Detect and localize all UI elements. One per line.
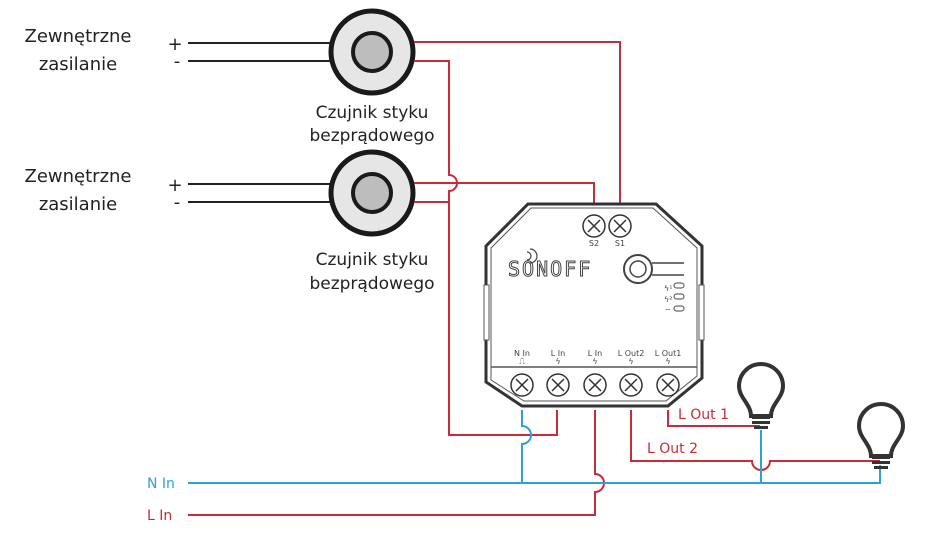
led-1: [673, 282, 685, 289]
led-1-icon: ϟ¹: [664, 284, 672, 293]
wire-sensor1-to-s1: [414, 41, 621, 213]
terminal-screw-3: [583, 373, 607, 397]
screw-x-icon: [587, 219, 601, 233]
led-2: [673, 293, 685, 300]
minus-sign-2: -: [174, 192, 181, 213]
l-out1-label: L Out 1: [678, 407, 729, 423]
terminal-screw-4: [619, 373, 643, 397]
power-label-2-line1: Zewnętrzne: [25, 166, 132, 187]
terminal-screw-5: [656, 373, 680, 397]
power-label-1-line2: zasilanie: [39, 54, 117, 75]
terminal-s1: S1: [608, 214, 632, 248]
neutral-symbol-icon: ⎍: [519, 357, 525, 366]
plus-sign-2: +: [167, 175, 182, 196]
wifi-led: [673, 305, 685, 312]
sensor-2: Zewnętrzne zasilanie + - Czujnik styku b…: [25, 149, 435, 294]
indicator-leds: ϟ¹ ϟ² ⌔: [664, 282, 685, 316]
terminal-s2: S2: [582, 214, 606, 248]
sensor-1: Zewnętrzne zasilanie + - Czujnik styku b…: [25, 8, 435, 146]
wifi-led-icon: ⌔: [664, 307, 672, 316]
wifi-signal-icon: [526, 248, 538, 264]
right-clip: [698, 284, 705, 341]
led-2-icon: ϟ²: [664, 295, 672, 304]
plus-sign-1: +: [167, 34, 182, 55]
sensor-core-icon: [351, 172, 393, 214]
sensor-1-name-line1: Czujnik styku: [316, 103, 429, 123]
wire-n-in: [188, 465, 881, 484]
l-out2-label: L Out 2: [647, 441, 698, 457]
bulb-2-icon: [856, 402, 906, 469]
bottom-terminals: [510, 373, 680, 397]
terminal-s2-label: S2: [589, 239, 599, 248]
bulb-1-icon: [736, 362, 786, 429]
terminal-label-l-out1: L Out1: [655, 349, 682, 358]
wire-l-in: [188, 410, 605, 516]
sonoff-device: S2 S1 SONOFF ϟ¹ ϟ² ⌔ N In L In L In L Ou…: [483, 202, 705, 408]
blue-wires: [188, 410, 881, 484]
minus-sign-1: -: [174, 51, 181, 72]
live-symbol-icon: ϟ: [592, 357, 597, 366]
n-in-label: N In: [147, 476, 175, 492]
screw-x-icon: [588, 378, 602, 392]
live-symbol-icon: ϟ: [665, 357, 670, 366]
wire-l-out1: [667, 410, 760, 427]
screw-x-icon: [613, 219, 627, 233]
brand-logo: SONOFF: [508, 257, 592, 281]
screw-x-icon: [515, 378, 529, 392]
power-label-1-line1: Zewnętrzne: [25, 26, 132, 47]
terminal-screw-1: [510, 373, 534, 397]
terminal-screw-2: [546, 373, 570, 397]
terminal-s1-label: S1: [615, 239, 625, 248]
live-symbol-icon: ϟ: [628, 357, 633, 366]
wire-sensor-common: [414, 60, 558, 436]
l-in-label: L In: [147, 508, 172, 524]
wire-l-out2: [630, 410, 880, 471]
live-symbol-icon: ϟ: [555, 357, 560, 366]
terminal-label-n-in: N In: [514, 349, 530, 358]
sensor-2-name-line2: bezprądowego: [309, 274, 434, 294]
terminal-label-l-out2: L Out2: [618, 349, 645, 358]
screw-x-icon: [661, 378, 675, 392]
button-center: [629, 260, 647, 278]
sensor-core-icon: [351, 31, 393, 73]
wire-n-to-device: [521, 410, 532, 483]
terminal-label-l-in-2: L In: [588, 349, 602, 358]
terminal-label-l-in-1: L In: [551, 349, 565, 358]
screw-x-icon: [551, 378, 565, 392]
screw-x-icon: [624, 378, 638, 392]
sensor-2-name-line1: Czujnik styku: [316, 250, 429, 270]
power-label-2-line2: zasilanie: [39, 194, 117, 215]
sensor-1-name-line2: bezprądowego: [309, 126, 434, 146]
left-clip: [483, 284, 490, 341]
device-inner-outline: [490, 207, 698, 402]
